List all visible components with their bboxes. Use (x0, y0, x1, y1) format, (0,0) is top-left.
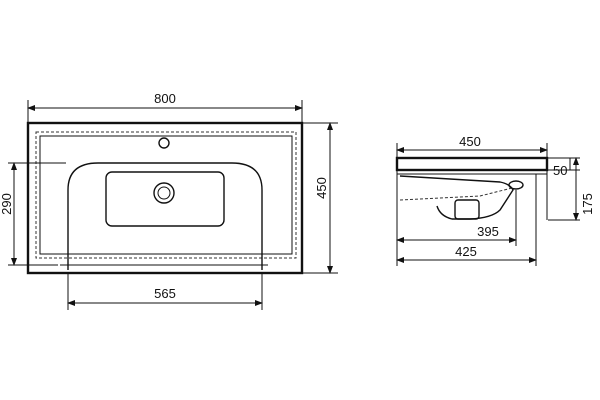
dim-label-width: 800 (154, 91, 176, 106)
dim-label-bowl-width: 565 (154, 286, 176, 301)
side-bowl-profile (399, 175, 514, 220)
drain-icon (153, 182, 175, 204)
drain-outlet-icon (508, 180, 524, 190)
side-dim-label-height: 175 (580, 193, 595, 215)
rim-dashed-outline (35, 131, 297, 259)
side-slab (395, 156, 549, 172)
side-bowl-inner (399, 187, 513, 201)
siphon-body (454, 199, 480, 220)
tap-hole-icon (158, 137, 170, 149)
side-view: 450 50 175 395 425 (395, 134, 595, 266)
dim-label-bowl-depth: 290 (0, 193, 14, 215)
side-dim-label-depth: 450 (459, 134, 481, 149)
top-view: 800 450 290 565 (0, 91, 338, 310)
drain-inner-icon (157, 186, 171, 200)
side-dim-label-drain: 395 (477, 224, 499, 239)
basin-outline (26, 121, 304, 275)
bowl-outline (67, 162, 263, 270)
rim-inner-outline (39, 135, 293, 255)
side-dim-label-bowl: 425 (455, 244, 477, 259)
dim-label-depth: 450 (314, 177, 329, 199)
inner-basin (105, 171, 225, 227)
side-dim-label-rim: 50 (553, 163, 567, 178)
